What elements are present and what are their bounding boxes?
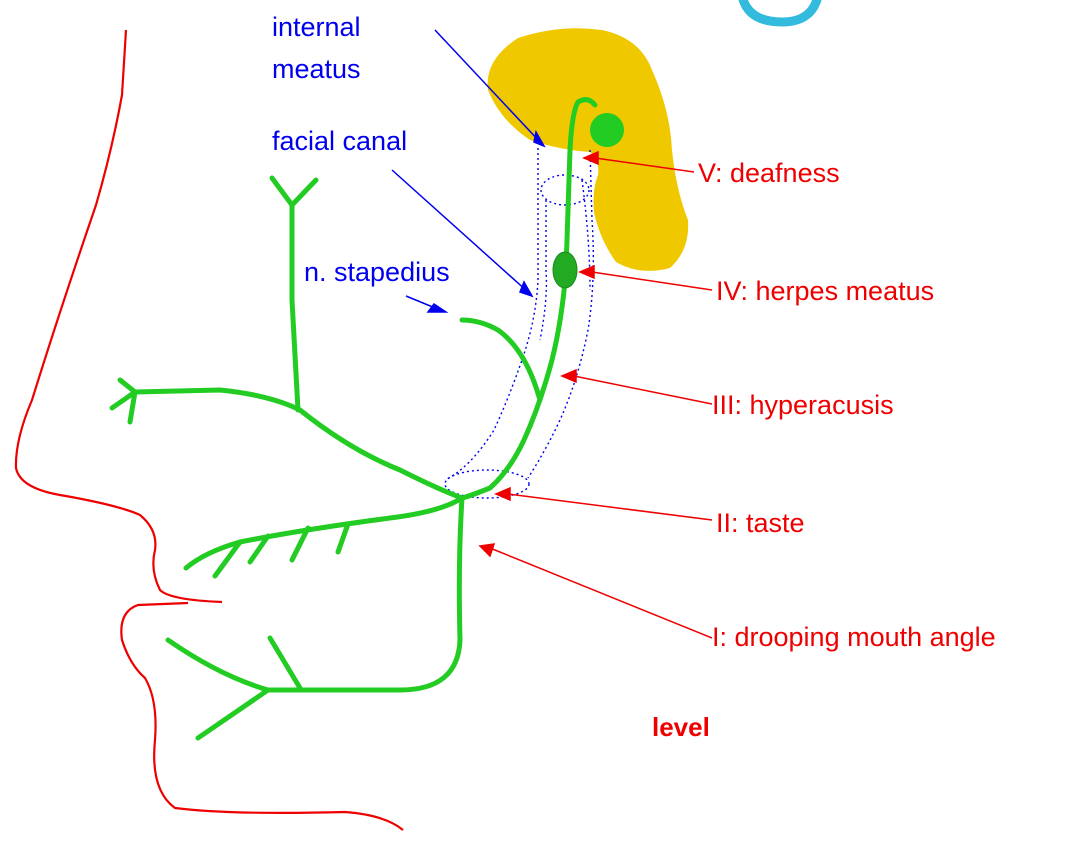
n-stapedius-label: n. stapedius: [304, 257, 450, 287]
level-i-label: I: drooping mouth angle: [712, 622, 996, 652]
arrow-icon: [580, 266, 594, 278]
arrow-icon: [428, 304, 446, 312]
level-iii-label: III: hyperacusis: [712, 390, 894, 420]
internal-meatus-label-line1: internal: [272, 12, 361, 42]
arrow-icon: [584, 152, 598, 164]
ganglion-circle-icon: [590, 113, 624, 147]
facial-nerve: [112, 100, 595, 738]
level-iv-label: IV: herpes meatus: [716, 276, 934, 306]
corner-glyph-fragment: [742, 0, 818, 22]
arrow-icon: [520, 282, 532, 296]
level-v-label: V: deafness: [698, 158, 840, 188]
level-ii-label: II: taste: [716, 508, 805, 538]
lip-outline: [121, 603, 403, 830]
facial-canal-label: facial canal: [272, 126, 407, 156]
internal-meatus-label-line2: meatus: [272, 54, 361, 84]
face-profile-outline: [16, 30, 222, 602]
arrow-icon: [480, 544, 494, 556]
arrow-icon: [562, 370, 576, 382]
petrous-bone-region: [488, 28, 689, 271]
geniculate-ganglion-icon: [553, 252, 577, 288]
level-heading: level: [652, 712, 710, 742]
